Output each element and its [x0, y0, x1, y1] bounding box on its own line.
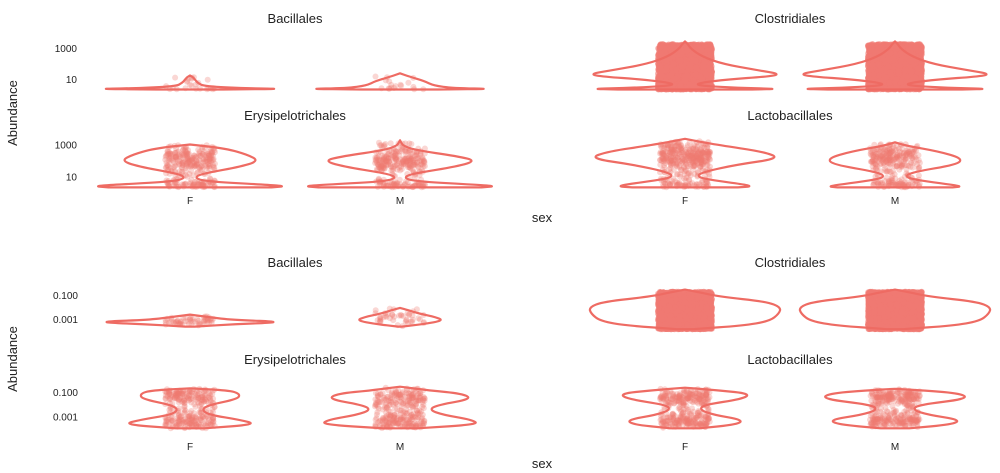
y-tick-label: 10	[66, 75, 78, 86]
points-group	[865, 41, 925, 93]
data-point	[708, 73, 715, 80]
data-point	[655, 52, 662, 59]
data-point	[673, 66, 680, 73]
data-point	[405, 79, 412, 86]
data-point	[679, 49, 686, 56]
data-point	[386, 78, 393, 85]
data-point	[677, 83, 684, 90]
points-group	[372, 73, 427, 93]
data-point	[693, 64, 700, 71]
facet-panel: Clostridiales	[592, 11, 988, 93]
data-point	[707, 51, 714, 58]
y-tick-label: 1000	[55, 44, 78, 55]
chart-absolute-abundance: Abundance sex Bacillales 10 1000 Clostridia…	[5, 11, 988, 225]
data-point	[700, 64, 707, 71]
data-point	[388, 81, 395, 88]
data-point	[867, 41, 874, 48]
data-point	[659, 73, 666, 79]
data-point	[690, 56, 697, 63]
facet-title: Clostridiales	[755, 11, 826, 26]
facet-title: Bacillales	[268, 11, 323, 26]
data-point	[398, 82, 405, 89]
data-point	[672, 75, 679, 82]
data-point	[684, 72, 691, 79]
data-point	[188, 82, 195, 89]
violin-M	[315, 72, 485, 91]
data-point	[372, 73, 379, 80]
data-point	[187, 81, 193, 88]
data-point	[706, 66, 713, 73]
data-point	[678, 67, 685, 74]
data-point	[701, 59, 708, 66]
facet-panel: Bacillales 10 1000	[55, 11, 485, 93]
data-point	[410, 83, 417, 90]
data-point	[172, 74, 179, 81]
violin-F	[104, 74, 276, 91]
data-point	[392, 83, 399, 90]
data-point	[204, 76, 211, 83]
x-axis-title: sex	[532, 210, 553, 225]
data-point	[701, 42, 708, 49]
data-point	[695, 41, 702, 48]
data-point	[677, 57, 684, 64]
data-point	[670, 61, 677, 68]
data-point	[878, 43, 885, 50]
y-axis-title: Abundance	[5, 80, 20, 146]
data-point	[397, 81, 404, 88]
data-point	[914, 65, 921, 72]
